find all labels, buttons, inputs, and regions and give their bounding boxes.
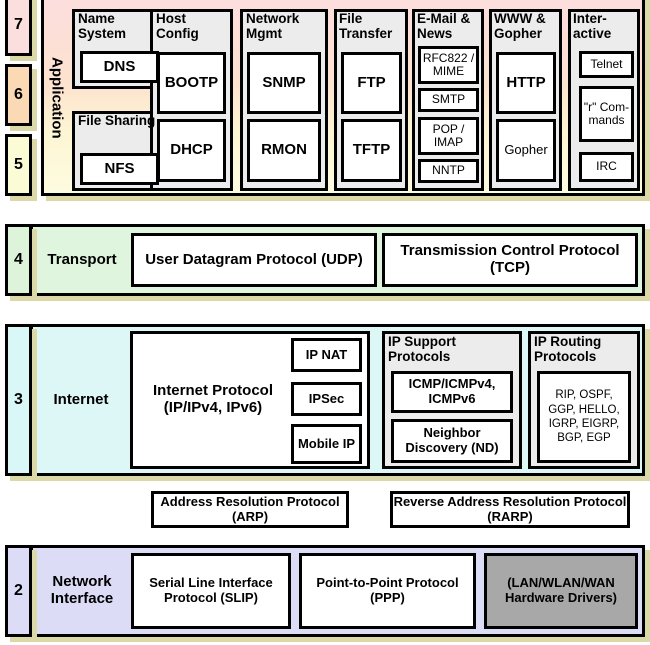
protocol-snmp: SNMP [247, 52, 321, 114]
transport-layer-label: Transport [47, 250, 117, 268]
protocol-rmon: RMON [247, 119, 321, 182]
protocol-nfs: NFS [80, 153, 159, 185]
network-interface-layer-label: Network Interface [50, 573, 114, 607]
protocol-dns: DNS [80, 51, 159, 83]
protocol-mobile-ip: Mobile IP [291, 424, 362, 464]
group-www-gopher-title: WWW & Gopher [494, 11, 546, 41]
osi-layer-number-3-label: 3 [14, 391, 23, 408]
group-file-sharing-title: File Sharing [78, 113, 156, 128]
group-host-config-title: Host Config [156, 11, 199, 41]
protocol-smtp: SMTP [418, 88, 479, 112]
protocol-r-commands: "r" Com-mands [579, 86, 634, 142]
protocol-ppp: Point-to-Point Protocol (PPP) [299, 553, 476, 629]
protocol-ipsec: IPSec [291, 382, 362, 416]
protocol-hardware-drivers: (LAN/WLAN/WAN Hardware Drivers) [484, 553, 638, 629]
protocol-bootp: BOOTP [157, 52, 226, 114]
osi-layer-number-3: 3 [5, 324, 32, 476]
application-layer-label: Application [48, 57, 66, 139]
group-network-mgmt-title: Network Mgmt [246, 11, 300, 41]
protocol-telnet: Telnet [579, 51, 634, 78]
osi-layer-number-4-label: 4 [14, 251, 23, 268]
protocol-ip-label: Internet Protocol (IP/IPv4, IPv6) [152, 382, 273, 416]
protocol-rfc822-mime: RFC822 / MIME [418, 46, 479, 84]
group-name-system-title: Name System [78, 11, 127, 41]
osi-layer-number-6: 6 [5, 64, 32, 126]
group-email-news-title: E-Mail & News [417, 11, 471, 41]
internet-layer-label: Internet [53, 390, 109, 408]
protocol-tcp: Transmission Control Protocol (TCP) [382, 233, 638, 287]
protocol-gopher: Gopher [496, 119, 556, 182]
protocol-arp: Address Resolution Protocol (ARP) [151, 491, 349, 528]
group-ip-routing-protocols-title: IP Routing Protocols [534, 334, 602, 364]
osi-layer-number-5: 5 [5, 134, 32, 196]
protocol-udp: User Datagram Protocol (UDP) [131, 233, 377, 287]
osi-layer-number-5-label: 5 [14, 156, 23, 173]
osi-layer-number-7-label: 7 [14, 16, 23, 33]
protocol-icmp: ICMP/ICMPv4, ICMPv6 [391, 371, 513, 413]
protocol-http: HTTP [496, 52, 556, 114]
osi-layer-number-2: 2 [5, 545, 32, 637]
osi-layer-number-7: 7 [5, 0, 32, 56]
osi-layer-number-4: 4 [5, 224, 32, 296]
protocol-dhcp: DHCP [157, 119, 226, 182]
protocol-irc: IRC [579, 152, 634, 182]
group-interactive-title: Inter-active [573, 11, 612, 41]
osi-layer-number-2-label: 2 [14, 582, 23, 599]
protocol-neighbor-discovery: Neighbor Discovery (ND) [391, 419, 513, 463]
protocol-routing-list: RIP, OSPF, GGP, HELLO, IGRP, EIGRP, BGP,… [537, 371, 631, 463]
protocol-tftp: TFTP [341, 119, 402, 182]
protocol-ftp: FTP [341, 52, 402, 114]
protocol-pop-imap: POP / IMAP [418, 117, 479, 155]
group-ip-support-protocols-title: IP Support Protocols [388, 334, 457, 364]
protocol-nntp: NNTP [418, 159, 479, 183]
group-file-transfer-title: File Transfer [339, 11, 393, 41]
protocol-slip: Serial Line Interface Protocol (SLIP) [131, 553, 291, 629]
protocol-ip-nat: IP NAT [291, 338, 362, 372]
protocol-rarp: Reverse Address Resolution Protocol (RAR… [390, 491, 630, 528]
osi-layer-number-6-label: 6 [14, 86, 23, 103]
